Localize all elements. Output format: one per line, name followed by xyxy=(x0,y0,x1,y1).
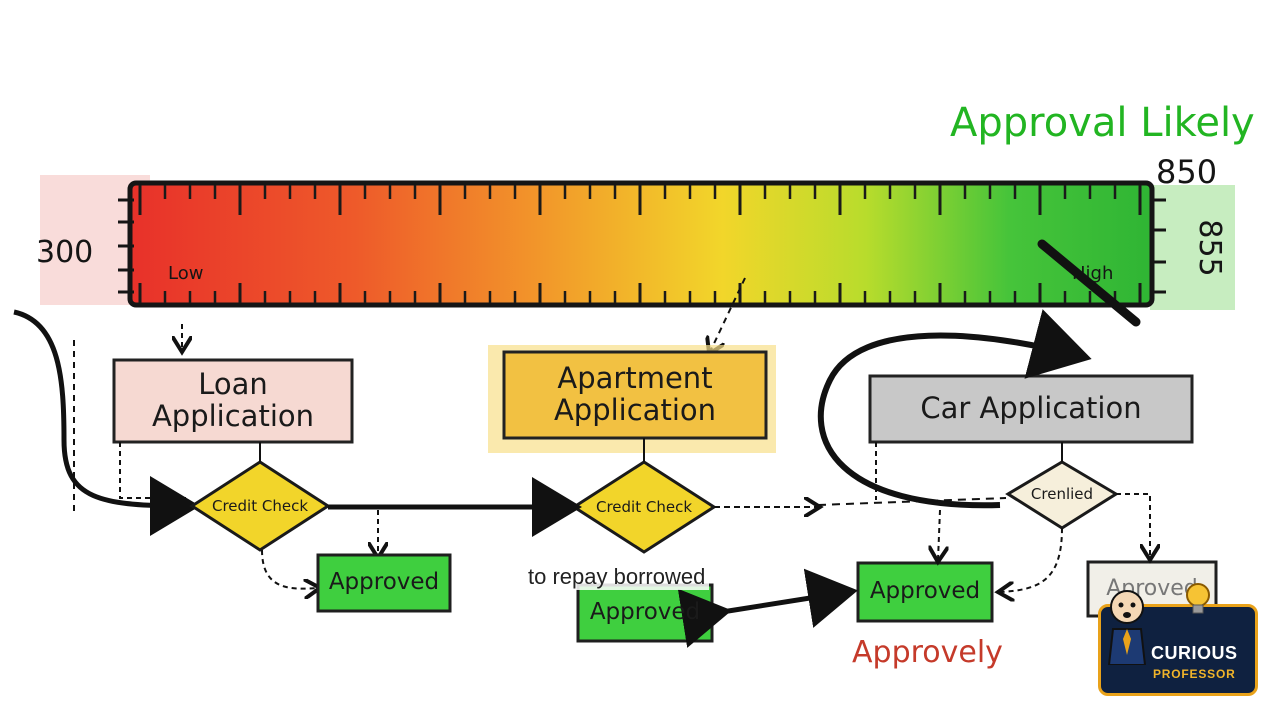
approved-box-1 xyxy=(316,553,452,613)
credit-check-diamond-2 xyxy=(571,460,717,554)
credit-score-bar xyxy=(127,180,1155,308)
car-application-box xyxy=(868,374,1194,444)
credit-check-label-2: Credit Check xyxy=(595,497,693,516)
credit-check-label-1: Credit Check xyxy=(211,496,309,515)
approved-label-3: Approved xyxy=(869,578,981,605)
logo-line-2: PROFESSOR xyxy=(1153,667,1236,681)
approved-box-3 xyxy=(856,561,994,623)
approval-likely-label: Approval Likely xyxy=(950,100,1255,146)
credit-check-diamond-1 xyxy=(189,460,331,552)
scale-low-label: Low xyxy=(168,263,203,284)
loan-side-dashed xyxy=(119,442,190,499)
car-loop-arrow xyxy=(817,309,1092,509)
apartment-application-label: Apartment Application xyxy=(553,361,717,427)
apartment-pointer-arrow xyxy=(710,277,746,352)
lightbulb-icon xyxy=(1186,583,1210,614)
curious-professor-logo: CURIOUS PROFESSOR xyxy=(1098,583,1258,696)
check3-left-arrow xyxy=(1000,527,1063,592)
logo-line-1: CURIOUS xyxy=(1151,643,1238,663)
approved-label-1: Approved xyxy=(328,569,440,596)
approvely-label: Approvely xyxy=(852,635,1003,670)
entry-flow-arrow xyxy=(13,309,200,536)
green-wash xyxy=(1150,185,1235,310)
loan-application-box xyxy=(112,358,354,444)
check1-to-approved-arrow xyxy=(261,549,318,589)
scale-min-label: 300 xyxy=(36,235,93,270)
credit-check-label-3: Crenlied xyxy=(1030,484,1094,503)
apartment-application-box xyxy=(502,350,768,440)
car-application-label: Car Application xyxy=(920,391,1142,426)
approved-link-arrow xyxy=(677,568,858,648)
scale-max-label: 850 xyxy=(1156,153,1217,191)
right-axis-ticks xyxy=(1150,198,1166,294)
scale-ticks xyxy=(138,185,1142,303)
loan-application-label: Loan Application xyxy=(151,367,315,433)
subtitle-caption: to repay borrowed xyxy=(524,564,710,590)
scale-side-label: 855 xyxy=(1192,219,1227,276)
check2-to-check3-dashed xyxy=(817,497,1007,506)
left-axis-ticks xyxy=(118,198,134,294)
score-pointer xyxy=(1037,239,1141,327)
professor-mascot-icon xyxy=(1107,590,1147,665)
check3-to-approved3-arrow xyxy=(938,509,940,560)
approved-label-2: Approved xyxy=(589,599,701,626)
check3-right-arrow xyxy=(1116,493,1150,558)
check1-down-arrow xyxy=(328,505,378,556)
